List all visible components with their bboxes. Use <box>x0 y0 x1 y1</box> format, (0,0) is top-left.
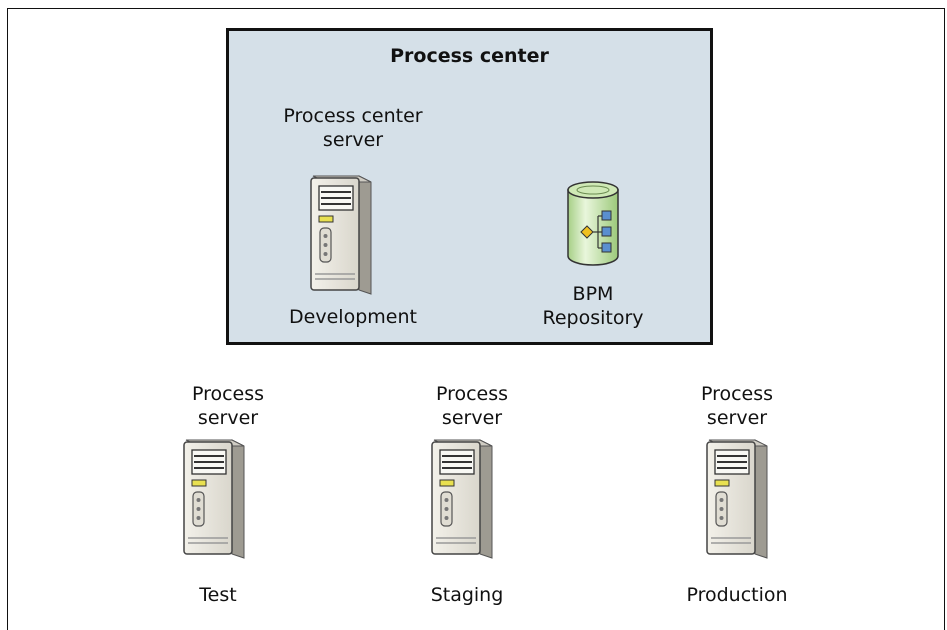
development-caption: Development <box>289 306 417 328</box>
server-icon <box>310 175 372 295</box>
bpm-repository-label-line1: BPM <box>572 283 614 305</box>
production-caption: Production <box>686 584 788 606</box>
process-center-title: Process center <box>390 45 549 67</box>
test-caption: Test <box>199 584 237 606</box>
production-server-label-line1: Process <box>700 383 774 405</box>
process-center-server-label-line2: server <box>322 129 384 151</box>
staging-server-label: Process server <box>402 382 542 430</box>
server-icon <box>431 439 493 559</box>
server-icon <box>706 439 768 559</box>
staging-server-label-line1: Process <box>435 383 509 405</box>
test-server-label: Process server <box>158 382 298 430</box>
server-icon <box>183 439 245 559</box>
test-server-label-line2: server <box>197 407 259 429</box>
production-server-label-line2: server <box>706 407 768 429</box>
staging-server-label-line2: server <box>441 407 503 429</box>
bpm-repository-label-line2: Repository <box>542 307 644 329</box>
database-icon <box>567 181 619 266</box>
diagram-frame <box>7 8 945 630</box>
bpm-repository-label: BPM Repository <box>523 282 663 330</box>
production-server-label: Process server <box>667 382 807 430</box>
process-center-server-label-line1: Process center <box>283 105 423 127</box>
staging-caption: Staging <box>430 584 504 606</box>
process-center-box: Process center <box>226 28 713 345</box>
process-center-server-label: Process center server <box>253 104 453 152</box>
test-server-label-line1: Process <box>191 383 265 405</box>
